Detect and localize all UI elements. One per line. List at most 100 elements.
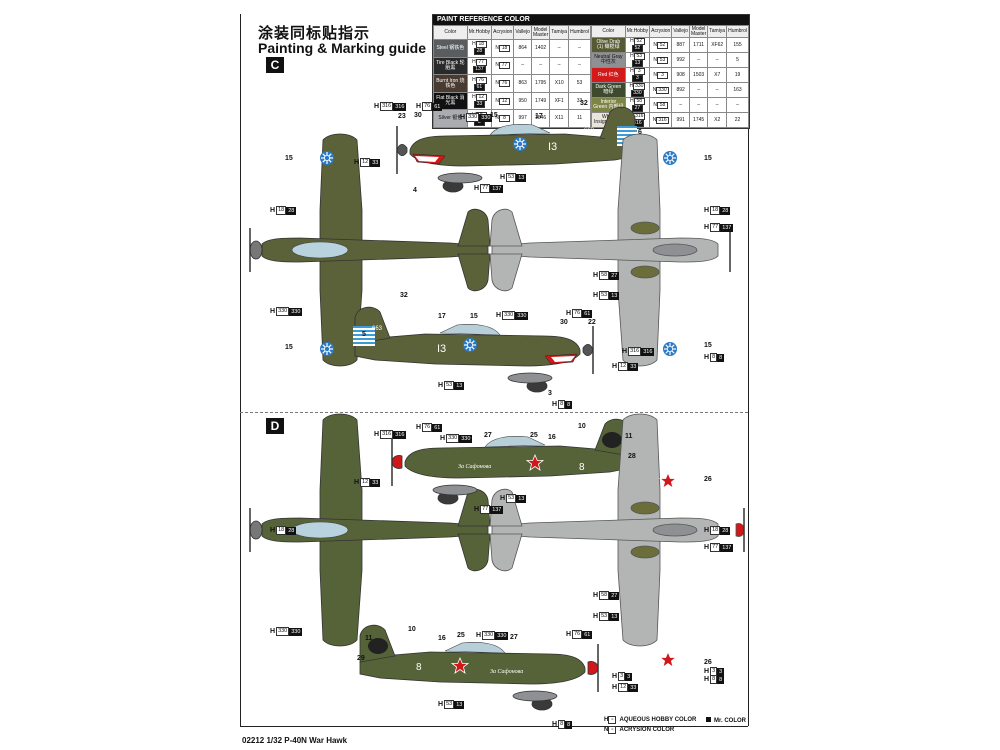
modelmaster-cell: 1711 — [688, 37, 709, 53]
c-tail-small-lower: 663 — [372, 326, 383, 332]
humbrol-cell: 19 — [726, 67, 749, 83]
frame-bottom — [240, 726, 748, 727]
callout-10: 10 — [578, 423, 586, 430]
color-swatch: Dark Green 暗绿 — [591, 82, 626, 98]
callout-15: 15 — [704, 342, 712, 349]
col-modelmaster: Model Master — [688, 25, 709, 38]
footer-product-code: 02212 1/32 P-40N War Hawk — [242, 736, 348, 745]
title-english: Painting & Marking guide — [258, 40, 427, 56]
d-slogan-lower: За Сафонова — [490, 668, 523, 675]
col-humbrol: Humbrol — [726, 25, 749, 38]
d-tail-eight-upper: 8 — [579, 462, 585, 473]
callout-3: 3 — [548, 390, 552, 397]
callout-10: 10 — [408, 626, 416, 633]
c-tail-small-upper: 663 — [584, 128, 595, 134]
frame-left — [240, 14, 241, 726]
humbrol-cell: 53 — [568, 74, 591, 93]
color-swatch: Silver 银色 — [433, 109, 468, 128]
c-tail-number-lower: I3 — [437, 343, 446, 355]
callout-4: 4 — [413, 187, 417, 194]
c-bottom-view — [489, 133, 731, 367]
callout-17: 17 — [535, 113, 543, 120]
callout-32: 32 — [580, 100, 588, 107]
section-divider — [240, 412, 748, 413]
modelmaster-cell: – — [688, 82, 709, 98]
modelmaster-cell: 1745 — [688, 112, 709, 128]
callout-25: 25 — [457, 632, 465, 639]
tamiya-cell: X2 — [707, 112, 728, 128]
callout-15: 15 — [490, 112, 498, 119]
callout-28: 28 — [628, 453, 636, 460]
color-swatch: Steel 钢铁色 — [433, 39, 468, 58]
col-vallejo: Vallejo — [513, 24, 532, 41]
d-slogan-upper: За Сафонова — [458, 463, 491, 470]
humbrol-cell: 22 — [726, 112, 749, 128]
callout-25: 25 — [530, 432, 538, 439]
modelmaster-cell: 1546 — [530, 109, 551, 128]
d-side-view-right — [359, 624, 599, 711]
callout-27: 27 — [510, 634, 518, 641]
legend-mr-color: Mr. COLOR — [706, 717, 746, 724]
col-color: Color — [433, 24, 468, 41]
col-mrhobby: Mr.Hobby — [466, 24, 493, 41]
col-humbrol: Humbrol — [568, 24, 591, 41]
col-acrysion: Acrysion — [491, 24, 515, 41]
callout-16: 16 — [438, 635, 446, 642]
c-side-view-right — [353, 306, 594, 393]
color-swatch: Olive Drab (1) 橄榄绿 — [591, 37, 626, 53]
callout-15: 15 — [285, 155, 293, 162]
color-swatch: Red 红色 — [591, 67, 626, 83]
d-tail-eight-lower: 8 — [416, 662, 422, 673]
callout-30: 30 — [414, 112, 422, 119]
callout-23: 23 — [398, 113, 406, 120]
callout-16: 16 — [548, 434, 556, 441]
callout-26: 26 — [704, 476, 712, 483]
callout-15: 15 — [285, 344, 293, 351]
callout-11: 11 — [365, 635, 373, 642]
d-bottom-view — [489, 413, 745, 647]
callout-22: 22 — [588, 319, 596, 326]
frame-right — [748, 14, 749, 726]
callout-30: 30 — [560, 319, 568, 326]
